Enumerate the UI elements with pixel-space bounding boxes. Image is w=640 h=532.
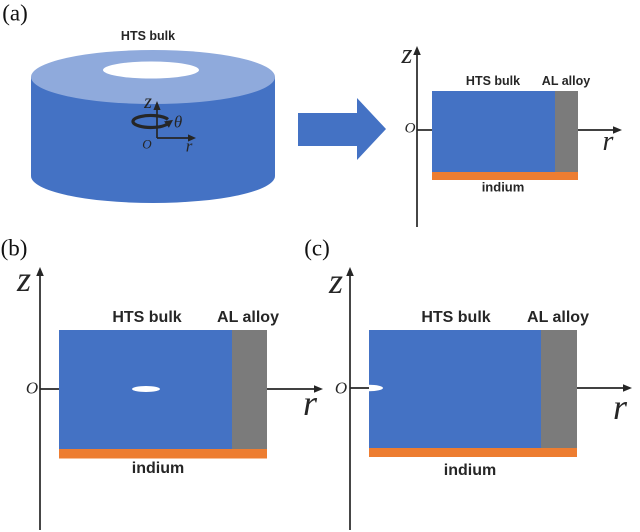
cross-section-b: [36, 267, 323, 530]
r-arrowhead-a: [613, 126, 622, 134]
al-alloy-label-a: AL alloy: [541, 73, 591, 88]
hts-bulk-label-b: HTS bulk: [112, 309, 182, 326]
cylindrical-coordinate-frame: [131, 101, 196, 142]
r-label-c: r: [612, 387, 628, 427]
edge-crack-half-ellipse: [369, 384, 384, 392]
hts-bulk-region-a: [432, 91, 555, 172]
indium-label-b: indium: [131, 460, 185, 477]
frame-origin-label: O: [142, 136, 152, 152]
theta-arrowhead: [164, 119, 173, 128]
frame-theta-label: θ: [173, 112, 183, 132]
cross-section-a: [413, 46, 622, 227]
indium-region-a: [432, 172, 578, 180]
r-arrowhead-c: [623, 384, 632, 392]
r-label-b: r: [302, 383, 318, 423]
origin-label-b: O: [25, 378, 39, 398]
r-arrowhead-b: [314, 385, 323, 393]
al-alloy-region-a: [555, 91, 578, 172]
origin-label-a: O: [404, 120, 416, 137]
al-alloy-region-c: [541, 330, 577, 448]
cross-section-c: [346, 267, 632, 530]
hts-bulk-label-a: HTS bulk: [465, 73, 521, 88]
panel-a-letter: (a): [2, 0, 28, 26]
panel-b-letter: (b): [0, 235, 28, 261]
hts-bulk-region-c: [369, 330, 541, 448]
z-arrowhead-a: [413, 46, 421, 55]
al-alloy-label-b: AL alloy: [217, 309, 279, 326]
z-label-b: z: [16, 259, 32, 299]
z-label-a: z: [401, 39, 413, 70]
indium-region-b: [59, 449, 267, 459]
cylinder-body: [31, 77, 275, 203]
theta-rotation-arrow: [131, 113, 169, 130]
frame-r-label: r: [185, 136, 193, 156]
hts-bulk-label-c: HTS bulk: [421, 309, 491, 326]
z-arrowhead-b: [36, 267, 44, 276]
center-crack-ellipse: [132, 386, 160, 392]
frame-z-arrowhead: [153, 101, 161, 110]
z-label-c: z: [328, 261, 344, 301]
indium-label-c: indium: [443, 462, 497, 479]
indium-label-a: indium: [481, 179, 525, 195]
al-alloy-label-c: AL alloy: [527, 309, 589, 326]
transform-arrow: [298, 98, 386, 160]
r-label-a: r: [602, 126, 614, 157]
frame-z-label: z: [144, 91, 152, 113]
panel-c-letter: (c): [304, 235, 330, 261]
indium-region-c: [369, 448, 577, 457]
al-alloy-region-b: [232, 330, 267, 449]
frame-r-arrowhead: [188, 134, 196, 142]
hts-cylinder-3d: [31, 50, 275, 203]
cylinder-hts-bulk-label: HTS bulk: [120, 28, 176, 43]
z-arrowhead-c: [346, 267, 354, 276]
cylinder-center-hole: [103, 61, 199, 79]
origin-label-c: O: [334, 378, 348, 398]
